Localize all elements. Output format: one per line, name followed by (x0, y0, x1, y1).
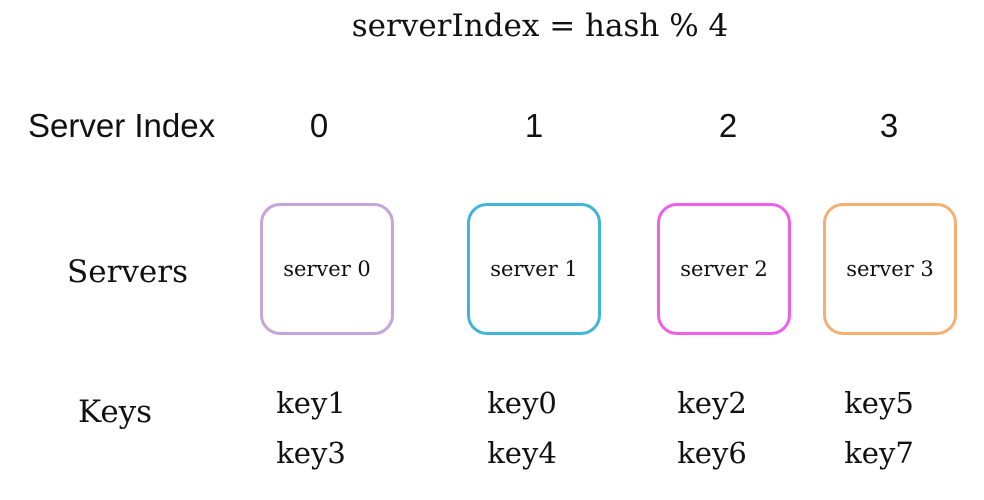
server-index-number: 2 (718, 107, 738, 144)
key-label: key7 (844, 436, 914, 470)
server-box: server 2 (657, 203, 791, 335)
server-box: server 0 (260, 203, 394, 335)
keys-label: Keys (78, 394, 153, 430)
formula-title: serverIndex = hash % 4 (351, 8, 729, 44)
key-label: key2 (677, 386, 747, 420)
key-label: key5 (844, 386, 914, 420)
server-index-number: 3 (879, 107, 899, 144)
server-name: server 3 (846, 257, 934, 281)
server-index-label: Server Index (28, 107, 216, 144)
server-index-number: 0 (309, 107, 329, 144)
key-label: key6 (677, 436, 747, 470)
server-column-1: 1 server 1 key0 key4 (467, 0, 601, 500)
server-name: server 1 (490, 257, 578, 281)
server-name: server 2 (680, 257, 768, 281)
key-label: key0 (487, 386, 557, 420)
key-label: key3 (276, 436, 346, 470)
key-label: key1 (276, 386, 346, 420)
key-label: key4 (487, 436, 557, 470)
server-column-2: 2 server 2 key2 key6 (657, 0, 791, 500)
server-column-0: 0 server 0 key1 key3 (260, 0, 394, 500)
servers-label: Servers (67, 254, 188, 290)
server-column-3: 3 server 3 key5 key7 (823, 0, 957, 500)
server-index-number: 1 (524, 107, 544, 144)
server-box: server 3 (823, 203, 957, 335)
server-box: server 1 (467, 203, 601, 335)
server-name: server 0 (283, 257, 371, 281)
